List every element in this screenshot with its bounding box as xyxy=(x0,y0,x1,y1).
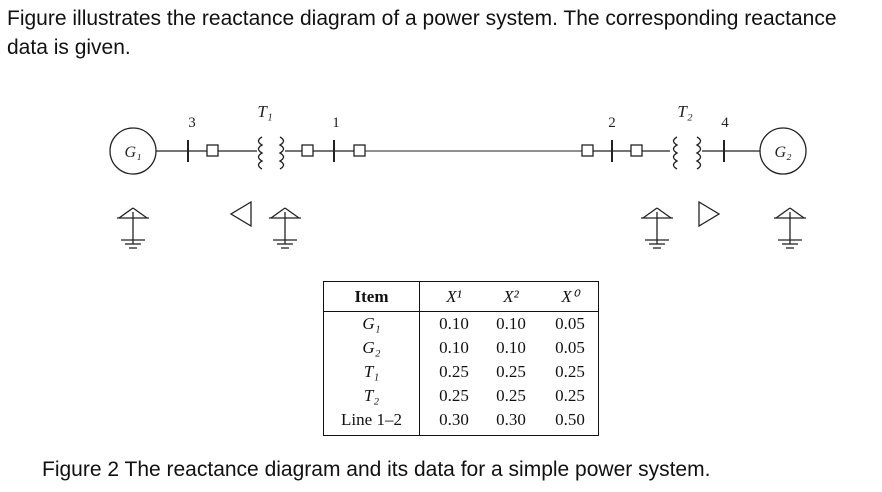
generator-g1-label: G₁ xyxy=(124,144,141,161)
transformer-t2-secondary-icon xyxy=(695,136,702,170)
transformer-t2-primary-icon xyxy=(672,136,679,170)
bus-2-label: 2 xyxy=(608,115,616,131)
ground-icon xyxy=(269,207,301,249)
table-row: G₂ 0.10 0.10 0.05 xyxy=(324,337,598,359)
table-divider xyxy=(419,282,420,435)
transformer-t1-primary-icon xyxy=(257,136,264,170)
row-x0: 0.25 xyxy=(555,362,585,381)
row-item: G₁ xyxy=(362,314,381,333)
breaker-icon xyxy=(581,144,594,157)
header-x1: X¹ xyxy=(446,287,462,306)
header-x0: X⁰ xyxy=(561,287,579,306)
intro-text: Figure illustrates the reactance diagram… xyxy=(7,7,837,59)
row-x1: 0.25 xyxy=(439,362,469,381)
row-x2: 0.25 xyxy=(496,386,526,405)
bus-3-label: 3 xyxy=(188,115,196,131)
row-item: T₂ xyxy=(363,386,380,405)
ground-icon xyxy=(774,207,806,249)
transformer-t1-label: T₁ xyxy=(257,102,272,121)
breaker-icon xyxy=(630,144,643,157)
bus-4-label: 4 xyxy=(721,115,729,131)
table-row: G₁ 0.10 0.10 0.05 xyxy=(324,313,598,335)
breaker-icon xyxy=(206,144,219,157)
row-x1: 0.10 xyxy=(439,338,469,357)
table-header-row: Item X¹ X² X⁰ xyxy=(324,286,598,312)
single-line-diagram: G₁ G₂ 3 1 2 4 T₁ T₂ xyxy=(109,102,807,249)
row-x1: 0.25 xyxy=(439,386,469,405)
row-item: T₁ xyxy=(363,362,380,381)
row-x2: 0.25 xyxy=(496,362,526,381)
row-x0: 0.25 xyxy=(555,386,585,405)
row-x0: 0.50 xyxy=(555,410,585,429)
row-item: Line 1–2 xyxy=(341,410,402,429)
row-x0: 0.05 xyxy=(555,338,585,357)
row-item: G₂ xyxy=(362,338,381,357)
ground-icon xyxy=(117,207,149,249)
row-x1: 0.10 xyxy=(439,314,469,333)
table-row: Line 1–2 0.30 0.30 0.50 xyxy=(324,409,598,431)
breaker-icon xyxy=(301,144,314,157)
delta-winding-icon xyxy=(229,200,252,228)
header-x2: X² xyxy=(503,287,519,306)
delta-winding-icon xyxy=(698,200,721,228)
bus-1-label: 1 xyxy=(332,115,340,131)
generator-g2-label: G₂ xyxy=(774,144,792,161)
table-row: T₁ 0.25 0.25 0.25 xyxy=(324,361,598,383)
reactance-table: Item X¹ X² X⁰ G₁ 0.10 0.10 0.05 G₂ 0.10 … xyxy=(323,281,599,436)
figure-caption: Figure 2 The reactance diagram and its d… xyxy=(42,458,711,481)
table-row: T₂ 0.25 0.25 0.25 xyxy=(324,385,598,407)
row-x2: 0.10 xyxy=(496,314,526,333)
generator-g2-symbol xyxy=(759,127,807,175)
transformer-t1-secondary-icon xyxy=(278,136,285,170)
transformer-t2-label: T₂ xyxy=(677,102,692,121)
header-item: Item xyxy=(354,287,389,306)
row-x2: 0.10 xyxy=(496,338,526,357)
row-x1: 0.30 xyxy=(439,410,469,429)
row-x0: 0.05 xyxy=(555,314,585,333)
ground-icon xyxy=(641,207,673,249)
breaker-icon xyxy=(353,144,366,157)
row-x2: 0.30 xyxy=(496,410,526,429)
